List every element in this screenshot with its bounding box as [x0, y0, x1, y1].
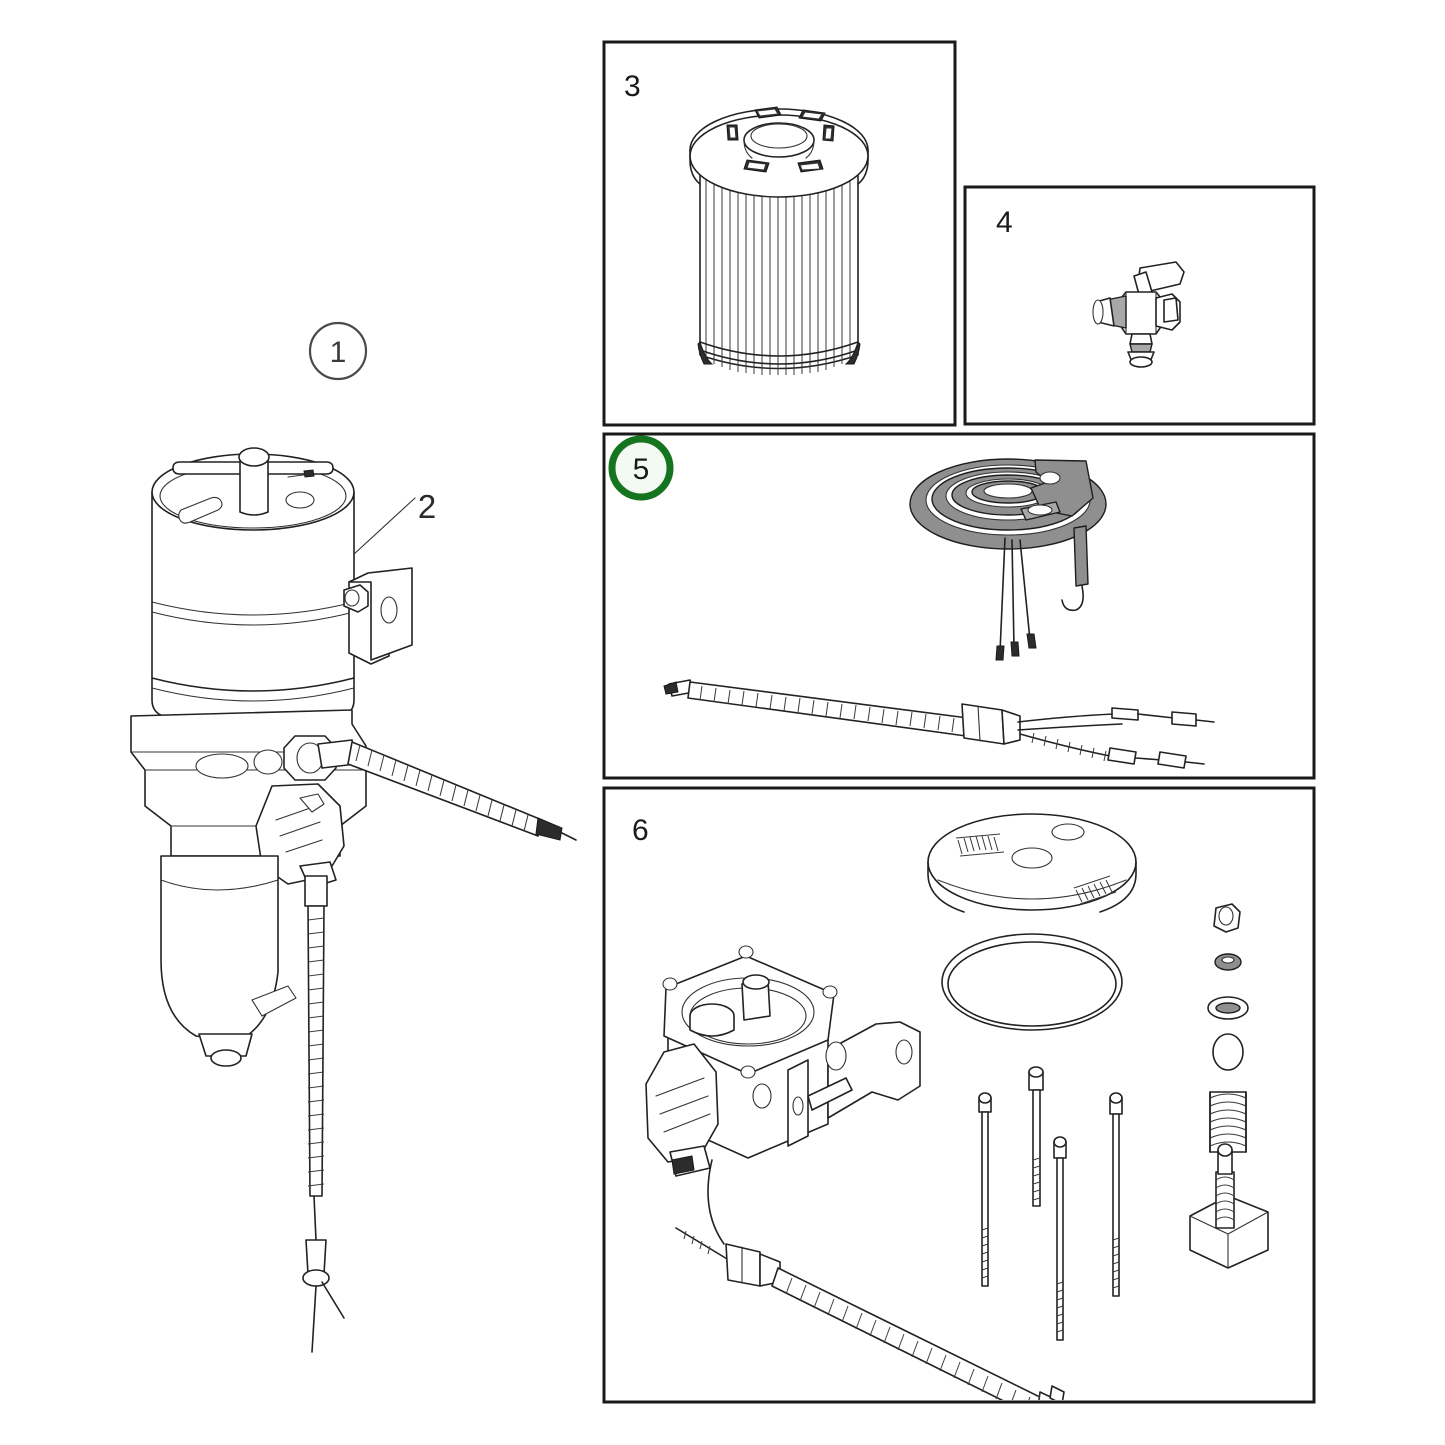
badge-ring: [608, 435, 674, 501]
heater-element-lead: [663, 679, 1215, 769]
retaining-screws: [978, 1066, 1123, 1341]
callout-2-label: 2: [418, 488, 436, 525]
main-assembly-drawing: 1 2: [130, 321, 577, 1353]
panel-4-label: 4: [996, 206, 1013, 239]
panel-6-label: 6: [632, 814, 649, 847]
screw-3-threads: [1056, 1281, 1064, 1333]
cover-plate: [927, 813, 1137, 913]
braided-sensor-cable: [675, 1159, 1065, 1400]
spring-coils: [1209, 1093, 1247, 1147]
plunger-threads: [1215, 1176, 1235, 1221]
drain-tap-valve: [1092, 261, 1185, 368]
panel-4: 4: [963, 185, 1316, 426]
panel-3: 3: [602, 40, 957, 427]
hose-braid-texture: [355, 744, 529, 832]
lead-braid-texture: [699, 685, 955, 733]
o-ring-small: [1212, 1033, 1244, 1071]
plunger-valve-block: [1189, 1143, 1269, 1269]
panel-5-highlight-badge: 5: [608, 435, 674, 501]
panel-5: 5: [602, 432, 1316, 780]
drain-hose-braid-texture: [307, 917, 325, 1187]
screw-4-threads: [1112, 1237, 1120, 1289]
filter-head-with-bracket: [645, 945, 921, 1177]
embossed-text-left: [955, 833, 1005, 857]
callout-1-label: 1: [330, 336, 347, 369]
filter-element-cartridge: [689, 106, 869, 375]
second-lead-texture: [1031, 732, 1107, 762]
cable-braid-texture: [785, 1277, 1031, 1400]
panel-6-contents: [645, 813, 1269, 1400]
braided-drain-hose: [302, 875, 345, 1353]
pleat-texture: [705, 160, 851, 375]
screw-1-threads: [981, 1227, 989, 1279]
panel-3-label: 3: [624, 70, 641, 103]
mounting-bracket: [343, 567, 413, 665]
o-ring-seal: [941, 933, 1123, 1031]
panel-6: 6: [602, 786, 1316, 1404]
panel-5-label: 5: [633, 453, 650, 486]
embossed-text-right: [1073, 875, 1117, 905]
canister-top-cap: [151, 447, 355, 531]
braided-outlet-hose: [317, 739, 577, 841]
cable-tail-texture: [683, 1230, 711, 1255]
screw-2-threads: [1032, 1157, 1041, 1201]
callout-1: 1: [308, 321, 368, 381]
panel-5-contents: [663, 458, 1215, 769]
compression-spring: [1209, 1091, 1247, 1153]
sediment-bowl: [160, 855, 297, 1067]
small-seals-column: [1207, 903, 1249, 1071]
coiled-wiring-harness: [909, 458, 1107, 661]
